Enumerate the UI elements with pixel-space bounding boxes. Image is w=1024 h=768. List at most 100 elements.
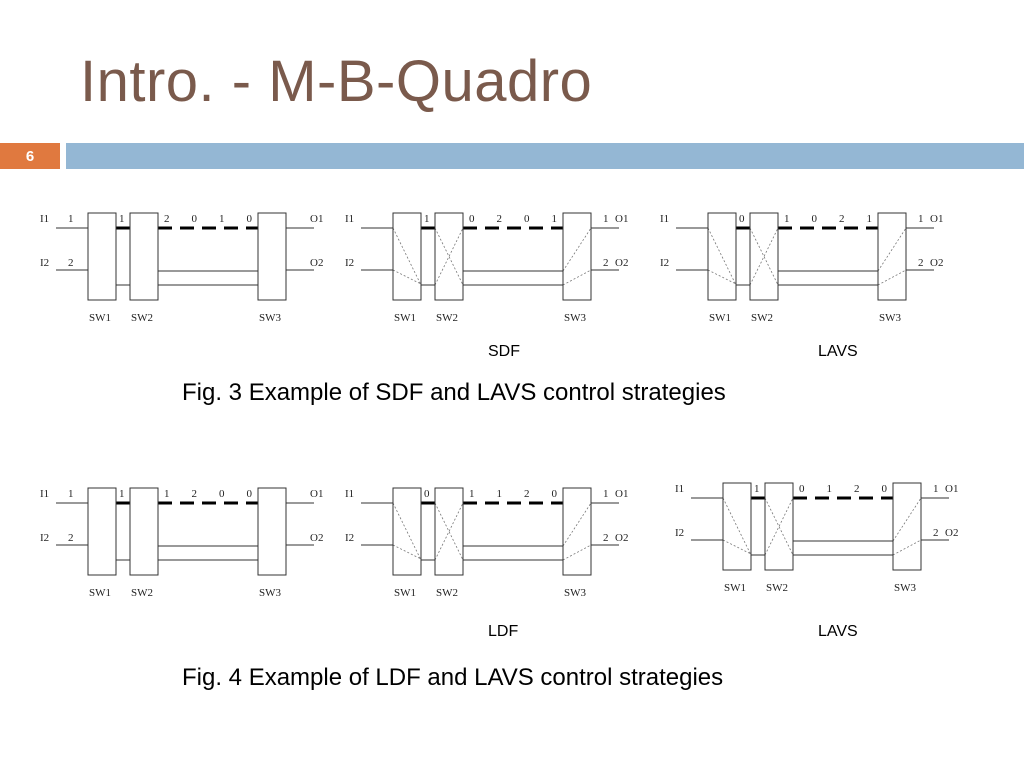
switch-label: SW3 [894,582,917,594]
switch-label: SW2 [436,587,458,599]
output-name: O1 [615,488,628,500]
strategy-label: LDF [488,623,519,640]
input-name: I1 [345,213,354,225]
input-name: I2 [675,527,684,539]
switch-box [434,487,464,576]
queue-value: 1 [469,488,475,500]
switch-box [129,212,159,301]
switch-value: 1 [754,483,760,495]
input-value: 2 [68,532,74,544]
cross-path [562,269,592,286]
strategy-label: LAVS [818,623,858,640]
input-name: I1 [40,213,49,225]
switch-label: SW3 [259,587,282,599]
cross-path [764,497,794,556]
cross-path [434,502,464,561]
queue-value: 0 [192,213,198,225]
input-name: I2 [660,257,669,269]
queue-value: 2 [854,483,860,495]
switch-label: SW3 [259,312,282,324]
queue-value: 0 [247,488,253,500]
switch-box [562,487,592,576]
queue-value: 0 [247,213,253,225]
cross-path [877,269,907,286]
figure-caption: Fig. 3 Example of SDF and LAVS control s… [182,379,726,406]
output-value: 1 [933,483,939,495]
output-name: O2 [615,257,628,269]
input-name: I1 [345,488,354,500]
queue-value: 0 [469,213,475,225]
cross-path [722,539,752,555]
switch-box [392,212,422,301]
output-name: O1 [310,213,323,225]
cross-path [434,502,464,561]
output-value: 1 [603,213,609,225]
cross-path [749,227,779,286]
switch-box [87,487,117,576]
input-name: I2 [40,257,49,269]
cross-path [434,227,464,286]
switch-value: 0 [424,488,430,500]
slide-title: Intro. - M-B-Quadro [80,49,593,114]
switch-label: SW2 [751,312,773,324]
output-value: 1 [603,488,609,500]
switch-box [892,482,922,571]
output-value: 2 [603,257,609,269]
cross-path [892,497,922,542]
cross-path [749,227,779,286]
cross-path [707,269,737,285]
input-name: I1 [675,483,684,495]
input-name: I1 [40,488,49,500]
output-name: O1 [615,213,628,225]
output-name: O2 [310,532,323,544]
input-name: I2 [345,257,354,269]
queue-value: 2 [192,488,198,500]
switch-box [434,212,464,301]
cross-path [877,227,907,272]
output-value: 1 [918,213,924,225]
switch-label: SW1 [89,312,111,324]
cross-path [764,497,794,556]
switch-box [707,212,737,301]
output-name: O2 [945,527,958,539]
output-value: 2 [918,257,924,269]
input-value: 2 [68,257,74,269]
switch-label: SW2 [131,312,153,324]
cross-path [392,544,422,560]
switch-label: SW1 [394,587,416,599]
output-value: 2 [603,532,609,544]
queue-value: 1 [827,483,833,495]
switch-value: 1 [119,488,125,500]
switch-box [877,212,907,301]
input-name: I2 [345,532,354,544]
cross-path [707,227,737,286]
strategy-label: SDF [488,343,520,360]
switch-label: SW2 [131,587,153,599]
switch-value: 1 [424,213,430,225]
switch-box [257,487,287,576]
queue-value: 1 [784,213,790,225]
figure-caption: Fig. 4 Example of LDF and LAVS control s… [182,664,724,691]
queue-value: 1 [497,488,503,500]
queue-value: 1 [867,213,873,225]
switch-label: SW1 [709,312,731,324]
output-name: O2 [310,257,323,269]
queue-value: 1 [552,213,558,225]
cross-path [434,227,464,286]
slide-number: 6 [0,143,60,169]
output-name: O1 [945,483,958,495]
switch-label: SW3 [564,587,587,599]
cross-path [722,497,752,556]
queue-value: 0 [812,213,818,225]
input-value: 1 [68,488,74,500]
queue-value: 1 [219,213,225,225]
queue-value: 1 [164,488,170,500]
cross-path [392,502,422,561]
cross-path [892,539,922,556]
switch-box [87,212,117,301]
switch-value: 1 [119,213,125,225]
queue-value: 0 [524,213,530,225]
input-name: I1 [660,213,669,225]
output-name: O1 [930,213,943,225]
